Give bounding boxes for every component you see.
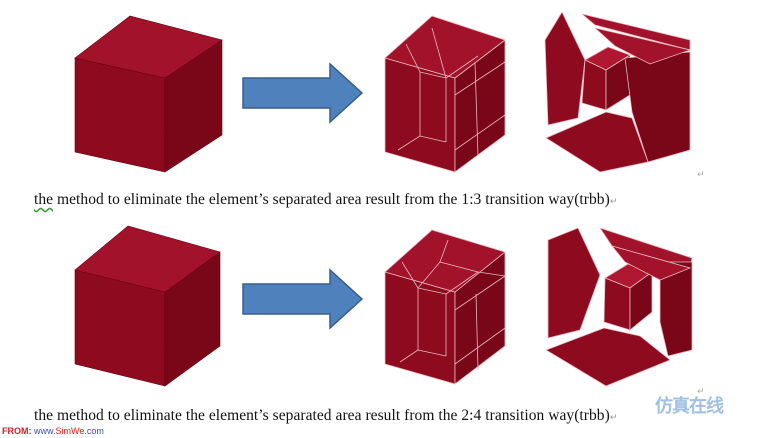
mesh-edge xyxy=(431,27,447,79)
mesh-edge xyxy=(439,261,479,273)
element-top-right xyxy=(610,245,692,281)
caption-text: the method to eliminate the element’s se… xyxy=(34,407,610,424)
paragraph-mark: ↵ xyxy=(697,387,705,397)
exploded-elements-row1 xyxy=(544,11,692,173)
caption-row1: the method to eliminate the element’s se… xyxy=(34,191,617,209)
source-site-prefix: www. xyxy=(31,426,56,436)
arrow-right-icon xyxy=(242,268,364,330)
element-top-right xyxy=(594,27,692,65)
mesh-edge xyxy=(475,293,479,371)
mesh-edge xyxy=(419,71,447,79)
caption-text: method to eliminate the element’s separa… xyxy=(53,191,610,208)
caption-underlined-word: the xyxy=(34,191,54,208)
mesh-edge xyxy=(445,55,479,79)
mesh-edge xyxy=(399,261,419,363)
mesh-edge xyxy=(445,271,479,295)
element-right-slab xyxy=(659,261,693,357)
caption-row2: the method to eliminate the element’s se… xyxy=(34,407,617,425)
mesh-edge xyxy=(454,275,506,311)
mesh-edge xyxy=(454,114,506,151)
cube-top-face xyxy=(74,15,223,79)
paragraph-mark: ↵ xyxy=(609,413,618,423)
mesh-edge xyxy=(417,287,447,295)
solid-cube-row2 xyxy=(74,225,221,387)
mesh-edge xyxy=(454,61,506,96)
mesh-edge xyxy=(417,349,447,357)
source-from-label: FROM: xyxy=(2,426,32,436)
meshed-cube-row1 xyxy=(384,15,506,173)
cube-top-face xyxy=(384,229,506,293)
meshed-cube-row2 xyxy=(384,229,506,385)
source-credit: FROM: www.SimWe.com xyxy=(2,426,104,436)
solid-cube-row1 xyxy=(74,15,223,173)
watermark-logo: 仿真在线 xyxy=(655,396,724,416)
element-left-wedge xyxy=(547,227,601,339)
source-site-brand: SimWe xyxy=(55,426,85,436)
arrow-right-icon xyxy=(242,62,364,124)
mesh-edge xyxy=(439,239,449,263)
element-left-wedge xyxy=(544,11,586,126)
paragraph-mark: ↵ xyxy=(697,170,705,180)
element-center-side xyxy=(629,271,653,331)
mesh-edge xyxy=(454,327,506,365)
cube-top-face xyxy=(74,225,221,293)
mesh-edge xyxy=(417,261,441,289)
element-bottom-slab xyxy=(545,327,671,387)
source-site-suffix: .com xyxy=(84,426,104,436)
mesh-edge xyxy=(474,62,479,157)
mesh-edge xyxy=(397,43,421,151)
element-bottom-slab xyxy=(545,111,649,173)
mesh-edge xyxy=(419,135,447,143)
exploded-elements-row2 xyxy=(545,227,693,387)
mesh-edge xyxy=(477,271,506,277)
paragraph-mark: ↵ xyxy=(609,197,618,207)
